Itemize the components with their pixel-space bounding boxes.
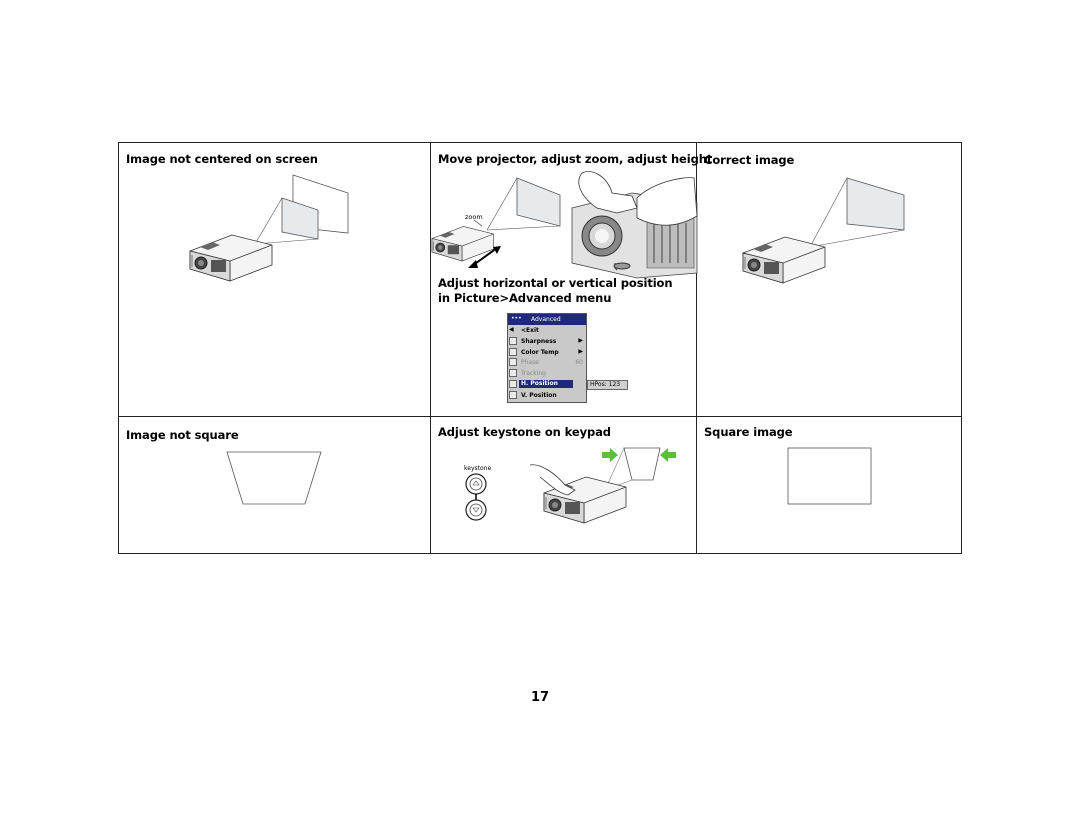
troubleshooting-table: [118, 142, 962, 554]
osd-item-label: <Exit: [521, 327, 539, 334]
cell-title-not-square: Image not square: [126, 428, 239, 442]
submenu-arrow-icon: ▶: [578, 336, 583, 344]
h-position-icon: [509, 379, 517, 388]
cell-title-move-projector: Move projector, adjust zoom, adjust heig…: [438, 152, 713, 166]
column-divider: [696, 143, 697, 553]
cell-title-adjust-keystone: Adjust keystone on keypad: [438, 425, 611, 439]
keystone-label: keystone: [464, 465, 492, 472]
sharpness-icon: [509, 336, 517, 345]
subtitle-adjust-position: Adjust horizontal or vertical position i…: [438, 276, 673, 305]
right-arrow-icon: [602, 448, 618, 462]
keystone-adjust-illustration: [529, 447, 676, 524]
left-arrow-icon: [660, 448, 676, 462]
osd-item-exit[interactable]: ◀ <Exit: [508, 325, 586, 336]
osd-item-label: V. Position: [521, 391, 557, 399]
cell-title-square-image: Square image: [704, 425, 793, 439]
osd-item-tracking: Tracking: [508, 368, 586, 379]
osd-item-label: Color Temp: [521, 348, 559, 356]
correct-image-illustration: [742, 177, 905, 284]
column-divider: [430, 143, 431, 553]
osd-item-phase: Phase 60: [508, 357, 586, 368]
osd-title: Advanced: [531, 316, 561, 323]
osd-item-h-position[interactable]: H. Position: [508, 379, 586, 390]
not-centered-illustration: [189, 174, 349, 282]
osd-item-label: H. Position: [519, 379, 573, 388]
hpos-readout: HPos: 123: [587, 380, 628, 390]
square-image: [787, 447, 872, 505]
keystoned-screen: [623, 447, 661, 481]
keystoned-image: [226, 451, 322, 505]
v-position-icon: [509, 390, 517, 399]
projector-icon: [431, 226, 494, 262]
phase-icon: [509, 358, 517, 367]
projected-image: [846, 177, 905, 231]
move-projector-illustration: [431, 171, 698, 279]
page-number: 17: [531, 690, 550, 705]
cell-title-not-centered: Image not centered on screen: [126, 152, 318, 166]
row-divider: [119, 416, 961, 417]
projector-icon: [189, 234, 273, 282]
osd-item-label: Tracking: [521, 370, 546, 378]
osd-item-color-temp[interactable]: Color Temp ▶: [508, 347, 586, 358]
projected-image: [516, 177, 561, 227]
osd-item-label: Sharpness: [521, 337, 557, 345]
projector-icon: [742, 236, 826, 284]
submenu-arrow-icon: ▶: [578, 347, 583, 355]
osd-header: ••• Advanced: [508, 314, 586, 325]
cell-title-correct-image: Correct image: [704, 153, 795, 167]
osd-item-label: Phase: [521, 359, 539, 367]
osd-header-dots: •••: [511, 315, 522, 322]
osd-item-value: 60: [575, 359, 583, 367]
keystone-buttons: [465, 473, 487, 521]
advanced-osd-menu: ••• Advanced ◀ <Exit Sharpness ▶ Color T…: [507, 313, 587, 403]
zoom-label: zoom: [465, 213, 483, 221]
osd-item-sharpness[interactable]: Sharpness ▶: [508, 336, 586, 347]
left-arrow-icon: ◀: [509, 326, 514, 333]
tracking-icon: [509, 369, 517, 378]
thermometer-icon: [509, 347, 517, 356]
osd-item-v-position[interactable]: V. Position: [508, 390, 586, 401]
